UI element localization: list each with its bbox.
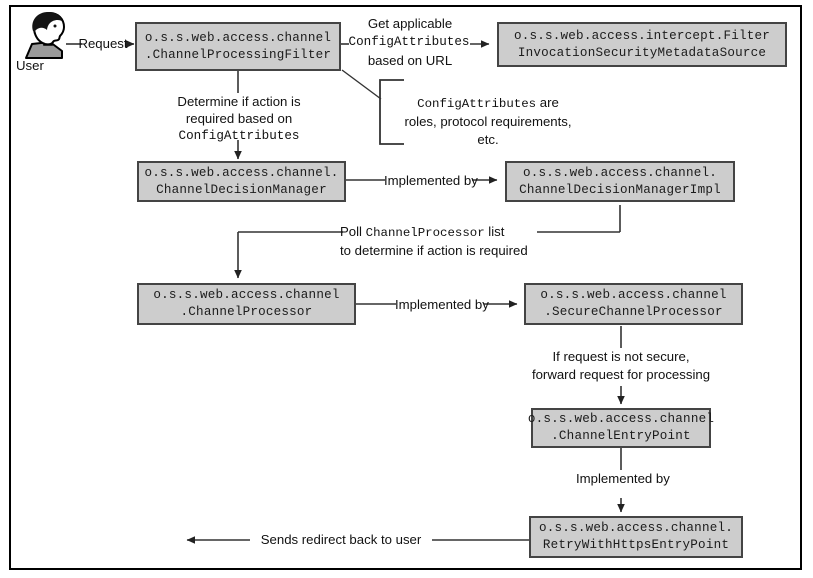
edge-label-not-secure-line1: If request is not secure, — [552, 349, 690, 364]
node-line-1: o.s.s.web.access.channel — [540, 288, 727, 302]
diagram-frame — [9, 5, 802, 570]
node-line-2: .ChannelEntryPoint — [551, 429, 691, 443]
node-line-1: o.s.s.web.access.channel. — [144, 165, 339, 180]
note-line-1-rest: are — [536, 95, 559, 110]
node-line-2: ChannelDecisionManager — [156, 182, 327, 197]
edge-label-determine-line2: required based on — [185, 111, 293, 126]
node-line-2: .SecureChannelProcessor — [544, 305, 723, 319]
user-label: User — [16, 58, 44, 73]
edge-label-not-secure-line2: forward request for processing — [531, 367, 711, 382]
node-channel-processor[interactable]: o.s.s.web.access.channel .ChannelProcess… — [137, 283, 356, 325]
node-line-1: o.s.s.web.access.channel — [153, 288, 340, 302]
user-head-profile-icon — [25, 12, 65, 59]
note-line-1: ConfigAttributes are — [402, 94, 574, 113]
note-line-3: etc. — [477, 132, 499, 147]
edge-label-request: Request — [78, 36, 128, 51]
note-line-1-mono: ConfigAttributes — [417, 97, 537, 111]
node-line-2: .ChannelProcessingFilter — [144, 47, 332, 62]
config-attributes-note: ConfigAttributes are roles, protocol req… — [402, 94, 574, 149]
node-line-1: o.s.s.web.access.channel — [527, 412, 715, 426]
node-secure-channel-processor[interactable]: o.s.s.web.access.channel .SecureChannelP… — [524, 283, 743, 325]
node-line-2: .ChannelProcessor — [180, 305, 313, 319]
poll-line-1: Poll ChannelProcessor list — [340, 223, 540, 242]
node-line-2: InvocationSecurityMetadataSource — [517, 45, 767, 60]
node-channel-decision-manager-impl[interactable]: o.s.s.web.access.channel. ChannelDecisio… — [505, 161, 735, 202]
poll-suffix: list — [484, 224, 505, 239]
poll-mono: ChannelProcessor — [365, 226, 485, 240]
poll-line-2: to determine if action is required — [340, 243, 528, 258]
node-line-1: o.s.s.web.access.intercept.Filter — [514, 28, 770, 43]
edge-label-get-applicable-line1: Get applicable — [367, 16, 453, 31]
node-filter-invocation-security-metadata-source[interactable]: o.s.s.web.access.intercept.Filter Invoca… — [497, 22, 787, 67]
edge-label-implemented-by-1: Implemented by — [384, 173, 478, 188]
node-line-1: o.s.s.web.access.channel. — [539, 521, 733, 535]
node-line-2: ChannelDecisionManagerImpl — [519, 182, 721, 197]
poll-prefix: Poll — [340, 224, 366, 239]
edge-label-get-applicable-line2: ConfigAttributes — [348, 35, 470, 49]
edge-label-implemented-by-3: Implemented by — [576, 471, 670, 486]
note-line-2: roles, protocol requirements, — [404, 114, 572, 129]
edge-label-determine-line1: Determine if action is — [177, 94, 301, 109]
node-channel-entry-point[interactable]: o.s.s.web.access.channel .ChannelEntryPo… — [527, 408, 715, 448]
node-channel-processing-filter[interactable]: o.s.s.web.access.channel .ChannelProcess… — [135, 22, 341, 71]
node-line-1: o.s.s.web.access.channel. — [523, 165, 717, 180]
edge-label-poll: Poll ChannelProcessor list to determine … — [340, 223, 540, 260]
node-channel-decision-manager[interactable]: o.s.s.web.access.channel. ChannelDecisio… — [137, 161, 346, 202]
edge-label-sends-redirect: Sends redirect back to user — [260, 532, 422, 547]
edge-label-implemented-by-2: Implemented by — [395, 297, 489, 312]
edge-label-get-applicable-line3: based on URL — [367, 53, 453, 68]
node-line-1: o.s.s.web.access.channel — [144, 30, 332, 45]
edge-label-determine-line3: ConfigAttributes — [178, 129, 300, 143]
node-retry-with-https-entry-point[interactable]: o.s.s.web.access.channel. RetryWithHttps… — [529, 516, 743, 558]
node-line-2: RetryWithHttpsEntryPoint — [542, 538, 730, 552]
